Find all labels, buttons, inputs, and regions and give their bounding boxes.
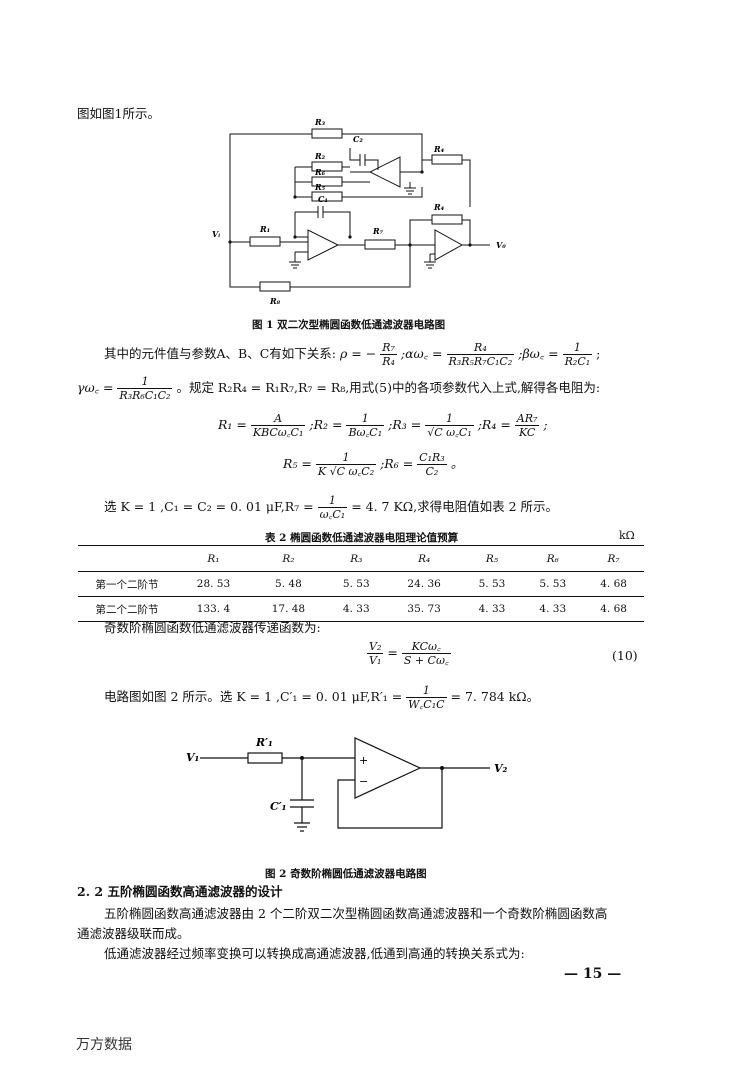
transfer-rhs-fraction: KCω꜀S + Cω꜀	[401, 640, 451, 667]
label-v1: V₁	[186, 751, 199, 764]
label-r4: R₄	[433, 202, 445, 212]
relations-prefix: 其中的元件值与参数A、B、C有如下关系:	[104, 346, 336, 361]
figure-2-caption: 图 2 奇数阶椭圆低通滤波器电路图	[265, 868, 427, 880]
resistor-r8	[259, 281, 291, 292]
label-c1-prime: C′₁	[270, 800, 286, 813]
label-r2: R₂	[314, 151, 326, 161]
label-r1: R₁	[259, 224, 270, 234]
paragraph-1-line-2: 通滤波器级联而成。	[77, 926, 190, 941]
table-2-unit: kΩ	[619, 529, 635, 542]
label-plus: +	[359, 754, 368, 767]
beta-lhs: ;βω꜀ =	[518, 346, 559, 361]
section-heading: 2. 2 五阶椭圆函数高通滤波器的设计	[77, 884, 283, 899]
intro-text: 图如图1所示。	[77, 106, 160, 121]
r3-fraction: 1√C ω꜀C₁	[425, 412, 474, 439]
resistor-r4	[431, 214, 463, 225]
table-2-top-rule	[78, 545, 644, 546]
opamp-output	[434, 229, 464, 261]
resistor-r4-top	[431, 154, 463, 165]
label-r3: R₃	[314, 117, 326, 127]
paragraph-2: 低通滤波器经过频率变换可以转换成高通滤波器,低通到高通的转换关系式为:	[104, 946, 525, 961]
label-minus: −	[359, 775, 368, 788]
label-v2: V₂	[494, 762, 508, 775]
opamp-top	[368, 156, 401, 188]
label-r4-top: R₄	[433, 144, 445, 154]
odd-transfer-text: 奇数阶椭圆函数低通滤波器传递函数为:	[104, 620, 321, 635]
paragraph-1-line-1: 五阶椭圆函数高通滤波器由 2 个二阶双二次型椭圆函数高通滤波器和一个奇数阶椭圆函…	[104, 906, 608, 921]
page-number: — 15 —	[564, 966, 622, 982]
equation-number: (10)	[612, 648, 638, 663]
table-2-caption: 表 2 椭圆函数低通滤波器电阻理论值预算	[265, 532, 459, 544]
capacitor-c1-prime	[290, 799, 314, 808]
label-r6: R₆	[314, 167, 326, 177]
selection-line-2: 电路图如图 2 所示。选 K = 1 ,C′₁ = 0. 01 μF,R′₁ =…	[104, 684, 540, 711]
rho-lhs: ρ = −	[339, 346, 377, 361]
label-c1: C₁	[318, 194, 328, 204]
resistor-r7	[364, 239, 396, 250]
label-r5: R₅	[314, 182, 326, 192]
capacitor-c1	[317, 206, 324, 218]
alpha-lhs: ;αω꜀ =	[400, 346, 443, 361]
resistor-r1-prime	[247, 752, 283, 764]
capacitor-c2	[359, 154, 366, 166]
figure-2-circuit: V₁ R′₁ C′₁ V₂ + −	[186, 736, 508, 832]
figure-1-caption: 图 1 双二次型椭圆函数低通滤波器电路图	[252, 319, 446, 331]
label-vi: Vᵢ	[212, 229, 220, 239]
label-r1-prime: R′₁	[255, 736, 273, 749]
label-r8: R₈	[269, 296, 281, 306]
resistor-r3	[311, 128, 343, 139]
watermark-text: 万方数据	[76, 1037, 132, 1053]
label-r7: R₇	[372, 226, 384, 236]
opamp-fig2	[354, 737, 422, 799]
table-header-row: R₁ R₂ R₃ R₄ R₅ R₆ R₇	[207, 553, 620, 565]
label-vo: V₀	[496, 240, 506, 250]
opamp-main	[307, 229, 340, 261]
resistor-r1	[249, 236, 281, 247]
label-c2: C₂	[353, 134, 363, 144]
figure-1-circuit: R₃ C₂ R₂ R₆ R₅ C₁ Vᵢ R₁ R₇ R₄ R₄ R₈ V₀	[212, 117, 506, 306]
